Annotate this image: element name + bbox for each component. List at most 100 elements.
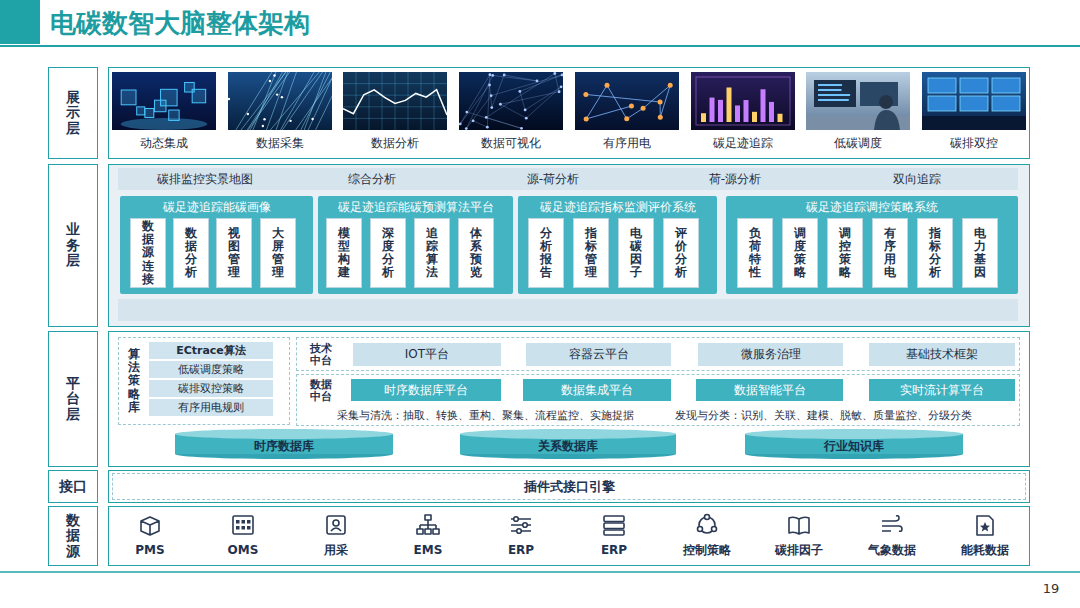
- function-label: 追踪算法: [426, 227, 438, 280]
- function-label: 模型构建: [338, 227, 350, 280]
- source-icon: [879, 513, 905, 537]
- tile-caption: 动态集成: [140, 135, 188, 152]
- tech-platform-label: 容器云平台: [569, 346, 629, 363]
- scene-tile: 数据可视化: [459, 72, 563, 156]
- layer-row: 平台层算法策略库ECtrace算法低碳调度策略碳排双控策略有序用电规则技术中台I…: [48, 331, 1030, 467]
- library-label: 算法策略库: [128, 348, 140, 414]
- header-block: [0, 0, 40, 44]
- middle-platform: 数据中台采集与清洗：抽取、转换、重构、聚集、流程监控、实施捉据 发现与分类：识别、…: [296, 374, 1020, 426]
- scene-illustration: [575, 72, 679, 130]
- tile-caption: 低碳调度: [834, 135, 882, 152]
- function-box: 模型构建: [326, 218, 362, 288]
- data-platform-box: 时序数据库平台: [351, 379, 501, 401]
- database-cylinder: 行业知识库: [745, 429, 963, 459]
- scene-illustration: [806, 72, 910, 130]
- tile-caption: 数据可视化: [481, 135, 541, 152]
- platform-label: 数据中台: [309, 379, 333, 403]
- layer-panel: [108, 506, 1030, 566]
- source-icon: [137, 513, 163, 537]
- function-label: 大屏管理: [272, 227, 284, 280]
- system-group: 碳足迹追踪调控策略系统负荷特性 调度策略 调控策略 有序用电 指标分析 电力基因: [726, 196, 1018, 294]
- layer-label: 平台层: [66, 376, 80, 422]
- tech-platform-box: 基础技术框架: [869, 343, 1015, 366]
- function-box: 追踪算法: [414, 218, 450, 288]
- data-platform-label: 实时流计算平台: [900, 382, 984, 399]
- function-label: 数据源连接: [142, 220, 154, 286]
- source-label: 能耗数据: [961, 542, 1009, 559]
- algorithm-label: 有序用电规则: [178, 400, 244, 415]
- interface-label: 插件式接口引擎: [524, 478, 615, 496]
- source-label: OMS: [228, 543, 259, 557]
- algorithm-item: ECtrace算法: [149, 342, 273, 359]
- scene-tile: 数据采集: [228, 72, 332, 156]
- function-box: 数据分析: [173, 218, 209, 288]
- algorithm-item: 有序用电规则: [149, 399, 273, 416]
- source-label: ERP: [508, 543, 534, 557]
- source-label: EMS: [414, 543, 443, 557]
- tile-caption: 碳排双控: [950, 135, 998, 152]
- layer-label: 接口: [59, 478, 87, 496]
- function-label: 分析报告: [540, 227, 552, 280]
- function-box: 指标分析: [917, 218, 953, 288]
- function-box: 电力基因: [962, 218, 998, 288]
- function-box: 大屏管理: [260, 218, 296, 288]
- layer-row: 展示层动态集成 数据采集数据分析 数据可视化 有序用电 碳足迹追踪低碳调度 碳排双控: [48, 67, 1030, 159]
- source-icon: [601, 513, 627, 537]
- layer-row: 业务层碳排监控实景地图综合分析源-荷分析荷-源分析双向追踪碳足迹追踪能碳画像数据…: [48, 164, 1030, 327]
- system-group: 碳足迹追踪能碳画像数据源连接数据分析视图管理大屏管理: [120, 196, 313, 294]
- header-rule: [0, 45, 1080, 47]
- function-label: 电碳因子: [630, 227, 642, 280]
- group-heading: 碳足迹追踪指标监测评价系统: [540, 199, 696, 216]
- scene-tile: 有序用电: [575, 72, 679, 156]
- data-platform-box: 实时流计算平台: [869, 379, 1015, 401]
- group-heading: 碳足迹追踪调控策略系统: [806, 199, 938, 216]
- group-heading: 碳足迹追踪能碳预测算法平台: [338, 199, 494, 216]
- algorithm-label: ECtrace算法: [176, 343, 246, 358]
- slide-title: 电碳数智大脑整体架构: [50, 6, 310, 41]
- function-label: 指标分析: [929, 227, 941, 280]
- page-number: 19: [1043, 581, 1060, 596]
- analysis-label: 碳排监控实景地图: [157, 171, 253, 188]
- function-label: 负荷特性: [749, 227, 761, 280]
- source-label: 控制策略: [683, 542, 731, 559]
- panel-band: [118, 299, 1018, 321]
- source-icon: [323, 513, 349, 537]
- function-label: 调度策略: [794, 227, 806, 280]
- source-icon: [786, 513, 812, 537]
- source-label: 碳排因子: [775, 542, 823, 559]
- tech-platform-label: 微服务治理: [741, 346, 801, 363]
- analysis-label: 源-荷分析: [527, 171, 579, 188]
- analysis-label: 荷-源分析: [709, 171, 761, 188]
- process-note: 发现与分类：识别、关联、建模、脱敏、质量监控、分级分类: [675, 408, 972, 423]
- analysis-strip: 碳排监控实景地图综合分析源-荷分析荷-源分析双向追踪: [118, 168, 1018, 190]
- interface-engine-bar: 插件式接口引擎: [112, 473, 1026, 500]
- tile-caption: 有序用电: [603, 135, 651, 152]
- database-label: 时序数据库: [254, 438, 314, 455]
- tile-caption: 数据分析: [371, 135, 419, 152]
- layer-label: 业务层: [66, 222, 80, 268]
- layer-label: 数据源: [66, 513, 80, 559]
- platform-label: 技术中台: [309, 343, 333, 367]
- source-label: PMS: [135, 543, 164, 557]
- scene-illustration: [922, 72, 1026, 130]
- function-box: 调度策略: [782, 218, 818, 288]
- data-platform-box: 数据智能平台: [696, 379, 843, 401]
- function-label: 视图管理: [228, 227, 240, 280]
- database-cylinder: 关系数据库: [460, 429, 676, 459]
- tech-platform-label: 基础技术框架: [906, 346, 978, 363]
- database-label: 行业知识库: [824, 438, 884, 455]
- function-box: 有序用电: [872, 218, 908, 288]
- function-box: 评价分析: [663, 218, 699, 288]
- system-group: 碳足迹追踪能碳预测算法平台模型构建深度分析追踪算法体系预览: [318, 196, 513, 294]
- source-label: 用采: [324, 542, 348, 559]
- function-label: 有序用电: [884, 227, 896, 280]
- layer-row: 数据源PMSOMS用采EMSERPERP控制策略碳排因子气象数据能耗数据: [48, 506, 1030, 566]
- layer-label: 展示层: [66, 90, 80, 136]
- data-platform-label: 数据集成平台: [561, 382, 633, 399]
- process-note: 采集与清洗：抽取、转换、重构、聚集、流程监控、实施捉据: [337, 408, 634, 423]
- function-label: 调控策略: [839, 227, 851, 280]
- data-source-item: ERP: [481, 509, 561, 563]
- scene-tile: 碳足迹追踪: [691, 72, 795, 156]
- function-label: 评价分析: [675, 227, 687, 280]
- footer-rule: [0, 571, 1080, 573]
